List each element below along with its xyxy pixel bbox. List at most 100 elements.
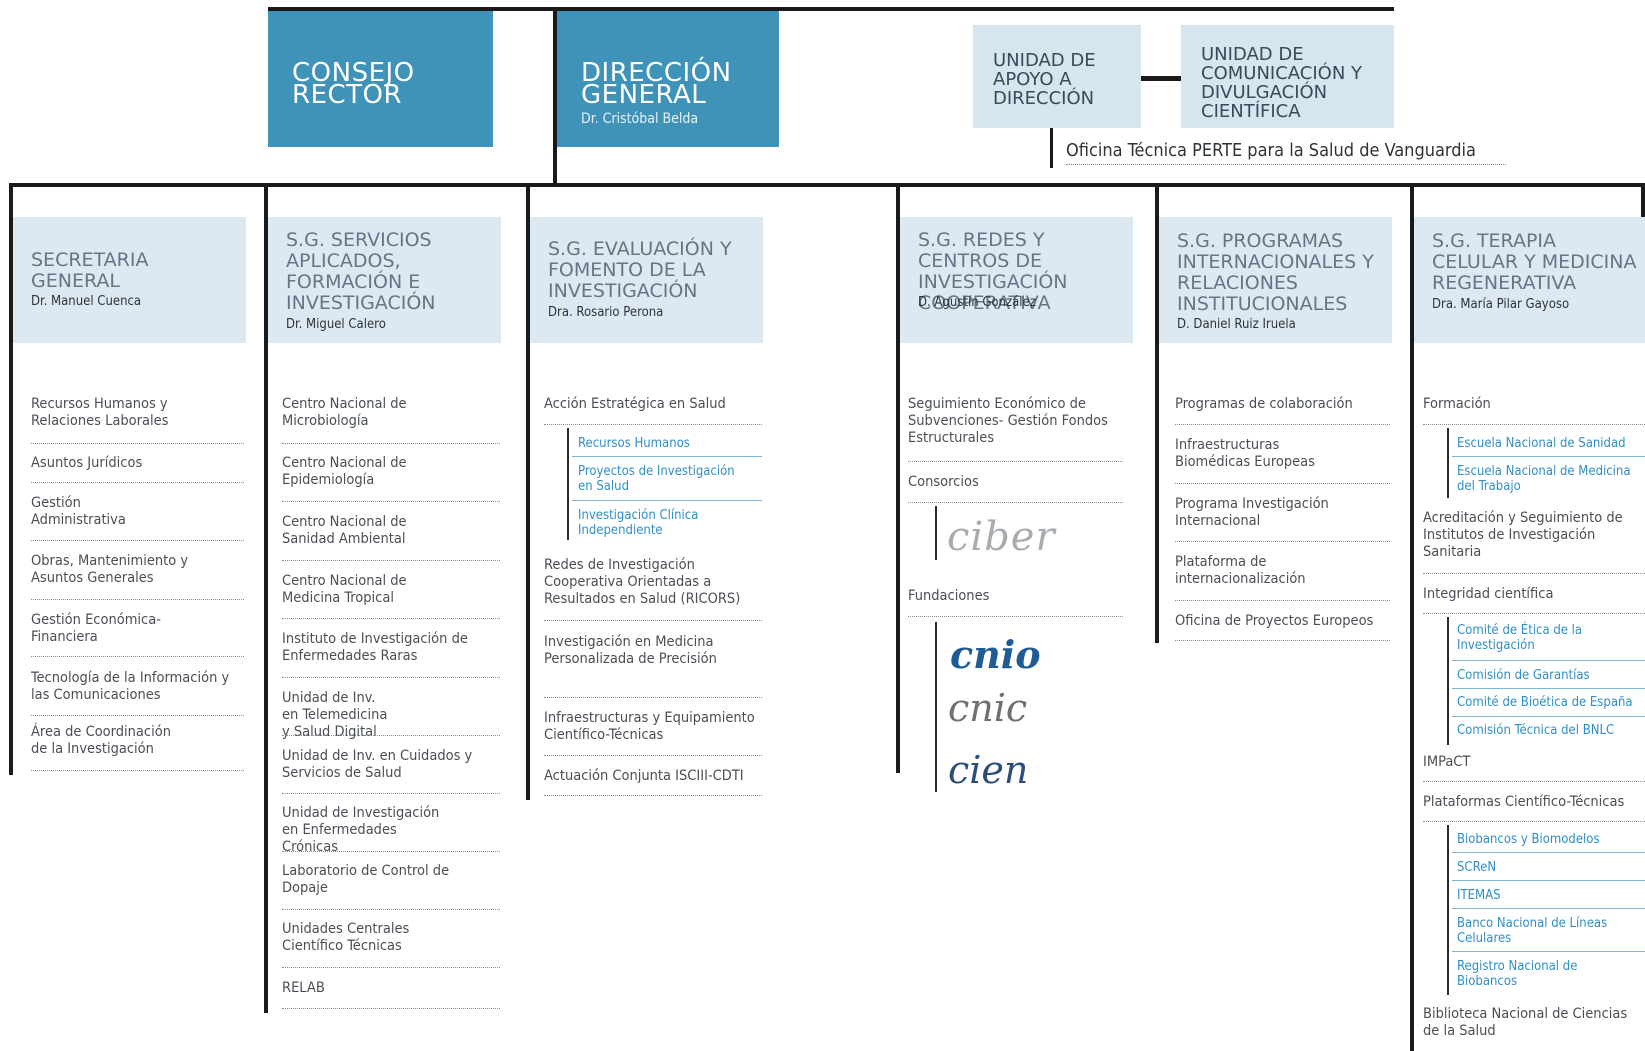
list-item[interactable]: Tecnología de la Información y las Comun… — [31, 670, 230, 703]
list-item[interactable]: Actuación Conjunta ISCIII-CDTI — [544, 768, 744, 784]
direccion-general-person: Dr. Cristóbal Belda — [581, 111, 699, 127]
sub-divider — [1452, 716, 1645, 717]
header-person: Dr. Manuel Cuenca — [31, 294, 142, 309]
unidad-comunicacion-box: UNIDAD DE COMUNICACIÓN Y DIVULGACIÓN CIE… — [1181, 25, 1394, 128]
col5-line — [1155, 183, 1159, 643]
divider — [1423, 781, 1645, 782]
sub-bracket — [1447, 825, 1449, 995]
divider — [282, 735, 500, 736]
header-redes: S.G. REDES Y CENTROS DE INVESTIGACIÓN CO… — [900, 217, 1133, 343]
list-item[interactable]: Unidad de Inv. en Cuidados y Servicios d… — [282, 748, 473, 781]
sub-link[interactable]: Biobancos y Biomodelos — [1457, 832, 1600, 847]
list-item[interactable]: Recursos Humanos y Relaciones Laborales — [31, 396, 169, 429]
header-person: D. Agustín González — [918, 295, 1036, 310]
list-item[interactable]: Instituto de Investigación de Enfermedad… — [282, 631, 468, 664]
list-item[interactable]: Asuntos Jurídicos — [31, 455, 143, 471]
list-item[interactable]: Centro Nacional de Epidemiología — [282, 455, 407, 488]
sub-link[interactable]: Proyectos de Investigación en Salud — [578, 464, 735, 494]
sub-link[interactable]: Registro Nacional de Biobancos — [1457, 959, 1578, 989]
divider — [544, 697, 762, 698]
list-item[interactable]: Consorcios — [908, 474, 979, 490]
list-item[interactable]: Seguimiento Económico de Subvenciones- G… — [908, 396, 1108, 446]
list-item[interactable]: Infraestructuras Biomédicas Europeas — [1175, 437, 1315, 470]
list-item[interactable]: Centro Nacional de Sanidad Ambiental — [282, 514, 407, 547]
sub-divider — [1452, 852, 1645, 853]
list-item[interactable]: Investigación en Medicina Personalizada … — [544, 634, 717, 667]
list-item[interactable]: Programa Investigación Internacional — [1175, 496, 1329, 529]
ciber-logo: ciber — [947, 514, 1056, 560]
divider — [1175, 541, 1390, 542]
list-item[interactable]: IMPaCT — [1423, 754, 1471, 770]
list-item[interactable]: Fundaciones — [908, 588, 990, 604]
divider — [31, 715, 244, 716]
list-item[interactable]: Unidad de Investigación en Enfermedades … — [282, 805, 440, 855]
sub-link[interactable]: Escuela Nacional de Medicina del Trabajo — [1457, 464, 1631, 494]
sub-link[interactable]: Comité de Bioética de España — [1457, 695, 1633, 710]
list-item[interactable]: Integridad científica — [1423, 586, 1554, 602]
sub-divider — [1452, 688, 1645, 689]
list-item[interactable]: Laboratorio de Control de Dopaje — [282, 863, 450, 896]
header-title: S.G. TERAPIA CELULAR Y MEDICINA REGENERA… — [1432, 230, 1637, 294]
sub-divider — [572, 500, 762, 501]
list-item[interactable]: Gestión Administrativa — [31, 495, 126, 528]
list-item[interactable]: Programas de colaboración — [1175, 396, 1353, 412]
divider — [282, 677, 500, 678]
list-item[interactable]: Formación — [1423, 396, 1491, 412]
list-item[interactable]: Oficina de Proyectos Europeos — [1175, 613, 1374, 629]
divider — [31, 443, 244, 444]
sub-link[interactable]: Banco Nacional de Líneas Celulares — [1457, 916, 1608, 946]
divider — [31, 540, 244, 541]
level-bar — [9, 183, 1645, 187]
divider — [1175, 600, 1390, 601]
list-item[interactable]: Obras, Mantenimiento y Asuntos Generales — [31, 553, 189, 586]
consejo-rector-box: CONSEJO RECTOR — [268, 11, 493, 147]
list-item[interactable]: Centro Nacional de Microbiología — [282, 396, 407, 429]
list-item[interactable]: Unidad de Inv. en Telemedicina y Salud D… — [282, 690, 388, 740]
unidad-apoyo-title: UNIDAD DE APOYO A DIRECCIÓN — [993, 50, 1096, 109]
list-item[interactable]: Plataformas Científico-Técnicas — [1423, 794, 1625, 810]
header-servicios: S.G. SERVICIOS APLICADOS, FORMACIÓN E IN… — [268, 217, 501, 343]
divider — [544, 424, 762, 425]
sub-link[interactable]: SCReN — [1457, 860, 1497, 875]
consejo-rector-title: CONSEJO RECTOR — [292, 58, 415, 110]
list-item[interactable]: Infraestructuras y Equipamiento Científi… — [544, 710, 755, 743]
sub-link[interactable]: Investigación Clínica Independiente — [578, 508, 699, 538]
divider — [908, 502, 1123, 503]
header-secretaria: SECRETARIA GENERAL Dr. Manuel Cuenca — [13, 217, 246, 343]
list-item[interactable]: Gestión Económica-Financiera — [31, 612, 161, 645]
trunk-line — [553, 7, 557, 185]
list-item[interactable]: Unidades Centrales Científico Técnicas — [282, 921, 410, 954]
col2-line — [264, 183, 268, 1013]
header-person: Dra. Rosario Perona — [548, 305, 664, 320]
sub-divider — [572, 456, 762, 457]
sub-link[interactable]: Recursos Humanos — [578, 436, 690, 451]
cnio-logo: cnio — [950, 632, 1041, 677]
header-person: Dra. María Pilar Gayoso — [1432, 297, 1570, 312]
divider — [908, 461, 1123, 462]
divider — [1423, 424, 1645, 425]
list-item[interactable]: Plataforma de internacionalización — [1175, 554, 1306, 587]
list-item[interactable]: Acción Estratégica en Salud — [544, 396, 726, 412]
sub-link[interactable]: Comisión Técnica del BNLC — [1457, 723, 1615, 738]
list-item[interactable]: Redes de Investigación Cooperativa Orien… — [544, 557, 741, 607]
sub-link[interactable]: Escuela Nacional de Sanidad — [1457, 436, 1626, 451]
divider — [544, 795, 762, 796]
divider — [1423, 573, 1645, 574]
list-item[interactable]: Área de Coordinación de la Investigación — [31, 724, 171, 757]
divider — [31, 599, 244, 600]
oficina-perte: Oficina Técnica PERTE para la Salud de V… — [1066, 140, 1506, 165]
sub-link[interactable]: Comité de Ética de la Investigación — [1457, 623, 1583, 653]
list-item[interactable]: Centro Nacional de Medicina Tropical — [282, 573, 407, 606]
unidad-apoyo-box: UNIDAD DE APOYO A DIRECCIÓN — [973, 25, 1141, 128]
divider — [1175, 424, 1390, 425]
sub-divider — [1452, 880, 1645, 881]
divider — [282, 851, 500, 852]
list-item[interactable]: Acreditación y Seguimiento de Institutos… — [1423, 510, 1623, 560]
divider — [282, 967, 500, 968]
divider — [908, 616, 1123, 617]
list-item[interactable]: Biblioteca Nacional de Ciencias de la Sa… — [1423, 1006, 1628, 1039]
sub-link[interactable]: Comisión de Garantías — [1457, 668, 1590, 683]
sub-link[interactable]: ITEMAS — [1457, 888, 1501, 903]
oficina-connector — [1050, 128, 1053, 168]
list-item[interactable]: RELAB — [282, 980, 325, 996]
